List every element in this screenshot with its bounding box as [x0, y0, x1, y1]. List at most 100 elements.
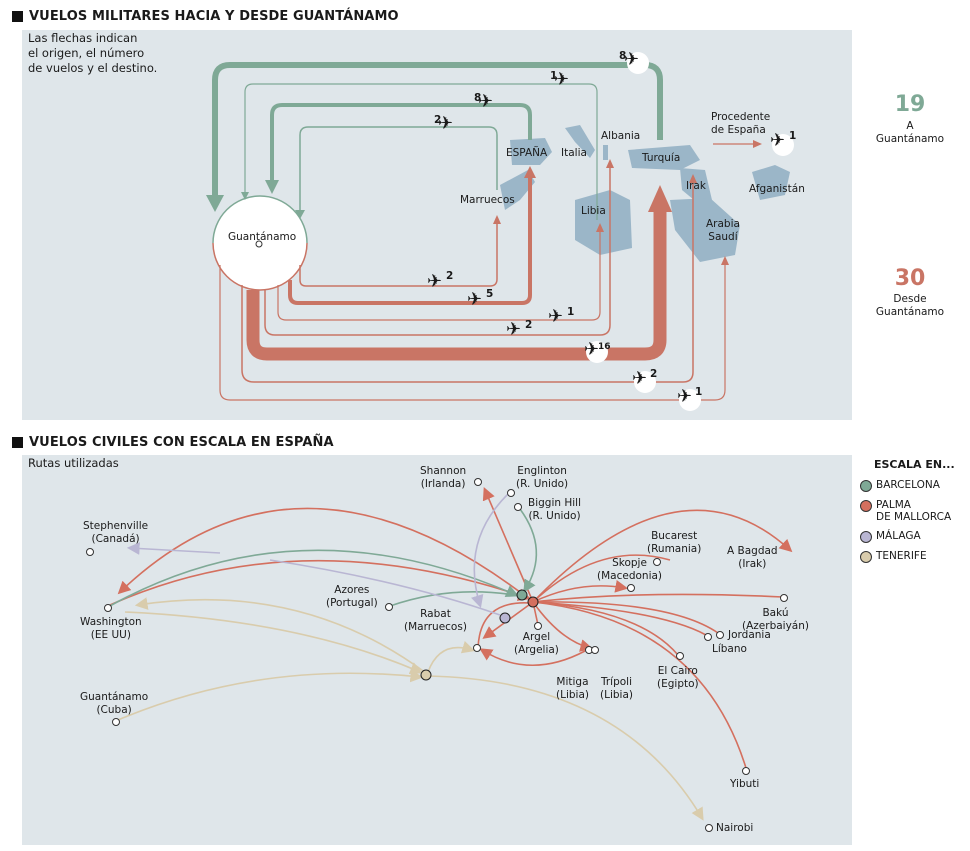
country-label-marruecos: Marruecos: [460, 194, 515, 206]
total-from-guantanamo: 30: [894, 266, 926, 291]
plane-icon: ✈: [548, 306, 564, 327]
total-to-guantanamo: 19: [894, 92, 926, 117]
total-from-guantanamo-label: Desde Guantánamo: [875, 293, 945, 318]
place-stephenville: Stephenville (Canadá): [83, 520, 149, 545]
route-tenerife-washington: [134, 597, 427, 674]
country-albania: [603, 145, 608, 160]
arrowhead-icon: [241, 192, 249, 200]
dot-azores: [385, 603, 393, 611]
plane-icons: [586, 52, 794, 411]
route-washington-barcelona: [107, 549, 519, 608]
country-morocco: [500, 170, 535, 210]
arrowhead-icon: [265, 180, 279, 194]
dot-cairo: [676, 652, 684, 660]
legend-item-barcelona: BARCELONA: [860, 479, 970, 492]
flight-count: 8: [474, 92, 482, 104]
route-guantanamo-to-irak: [241, 180, 694, 383]
route-marruecos-to-guantanamo: [299, 126, 498, 215]
hub-barcelona: [516, 589, 528, 601]
plane-icon: ✈: [770, 130, 786, 151]
place-baku: Bakú (Azerbaiyán): [742, 607, 809, 632]
plane-icon: ✈: [438, 113, 454, 134]
country-label-libia: Libia: [581, 205, 606, 217]
arrowhead-icon: [295, 210, 305, 219]
route-guantanamo-to-libia: [277, 230, 601, 321]
flight-count: 1: [550, 70, 558, 82]
route-guantanamo-to-saudi: [219, 262, 726, 401]
dot-rabat: [473, 644, 481, 652]
country-saudi: [670, 198, 740, 262]
route-palma-yibuti: [532, 601, 747, 769]
flight-count: 1: [789, 130, 797, 142]
military-title-text: VUELOS MILITARES HACIA Y DESDE GUANTÁNAM…: [29, 9, 399, 24]
legend-label: BARCELONA: [876, 479, 940, 491]
guantanamo-hub-label: Guantánamo: [228, 231, 297, 243]
flight-count: 1: [567, 306, 575, 318]
place-shannon: Shannon (Irlanda): [420, 465, 467, 490]
country-label-espana: ESPAÑA: [506, 147, 548, 159]
country-turkey: [628, 145, 700, 170]
route-malaga-stephenville: [126, 542, 221, 555]
route-west-malaga: [269, 559, 501, 616]
country-afghanistan: [752, 165, 790, 200]
legend-label: PALMA DE MALLORCA: [876, 499, 952, 523]
place-bucarest: Bucarest (Rumania): [647, 530, 702, 555]
legend-label: MÁLAGA: [876, 530, 921, 542]
country-label-albania: Albania: [601, 130, 641, 142]
route-guantanamo-to-marruecos: [299, 222, 498, 287]
legend-label: TENERIFE: [876, 550, 927, 562]
plane-icon: ✈: [506, 319, 522, 340]
place-skopje: Skopje (Macedonia): [597, 557, 663, 582]
place-mitiga: Mitiga (Libia): [556, 676, 589, 701]
military-section-title: VUELOS MILITARES HACIA Y DESDE GUANTÁNAM…: [12, 9, 399, 24]
dot-argel: [534, 622, 542, 630]
plane-icon: ✈: [554, 69, 570, 90]
route-palma-cairo: [532, 601, 679, 656]
place-bagdad: A Bagdad (Irak): [727, 545, 778, 570]
section-marker-icon: [12, 437, 23, 448]
dot-tripoli: [591, 646, 599, 654]
place-guantanamo: Guantánamo (Cuba): [80, 691, 149, 716]
arrowhead-icon: [493, 215, 501, 224]
legend-dot-icon: [860, 500, 872, 512]
place-argel: Argel (Argelia): [514, 631, 559, 656]
route-tenerife-nairobi: [427, 675, 704, 821]
place-yibuti: Yibuti: [730, 778, 760, 790]
dot-guantanamo: [112, 718, 120, 726]
place-nairobi: Nairobi: [716, 822, 754, 834]
military-intro-text: Las flechas indican el origen, el número…: [28, 31, 158, 75]
route-guantanamo-to-espana: [288, 175, 532, 305]
dot-bucarest: [653, 558, 661, 566]
hub-malaga: [499, 612, 511, 624]
route-guantanamo-to-albania: [264, 165, 611, 336]
place-libano: Líbano: [712, 643, 747, 655]
route-washington-palma: [109, 559, 532, 606]
hub-tenerife: [420, 669, 432, 681]
route-azores-barcelona: [389, 590, 516, 607]
dot-skopje: [627, 584, 635, 592]
route-turquia-to-guantanamo: [212, 62, 663, 200]
flight-count: 2: [446, 270, 454, 282]
dot-biggin: [514, 503, 522, 511]
place-jordania: Jordania: [728, 629, 771, 641]
route-palma-baku: [532, 593, 784, 603]
flight-count: 8: [619, 50, 627, 62]
route-palma-washington: [117, 507, 534, 603]
plane-icon: ✈: [632, 368, 648, 389]
civil-legend: ESCALA EN... BARCELONA PALMA DE MALLORCA…: [860, 458, 970, 570]
guantanamo-point: [255, 240, 263, 248]
place-rabat: Rabat (Marruecos): [404, 608, 467, 633]
country-spain: [510, 138, 552, 165]
arrowhead-icon: [753, 140, 762, 148]
flight-count: 2: [434, 114, 442, 126]
route-englinton-malaga: [471, 491, 511, 609]
dot-baku: [780, 594, 788, 602]
legend-title: ESCALA EN...: [874, 458, 955, 471]
plane-icon: ✈: [584, 339, 600, 360]
dot-shannon: [474, 478, 482, 486]
dot-libano: [704, 633, 712, 641]
dot-stephenville: [86, 548, 94, 556]
route-biggin-barcelona: [519, 508, 538, 593]
place-tripoli: Trípoli (Libia): [600, 676, 633, 701]
